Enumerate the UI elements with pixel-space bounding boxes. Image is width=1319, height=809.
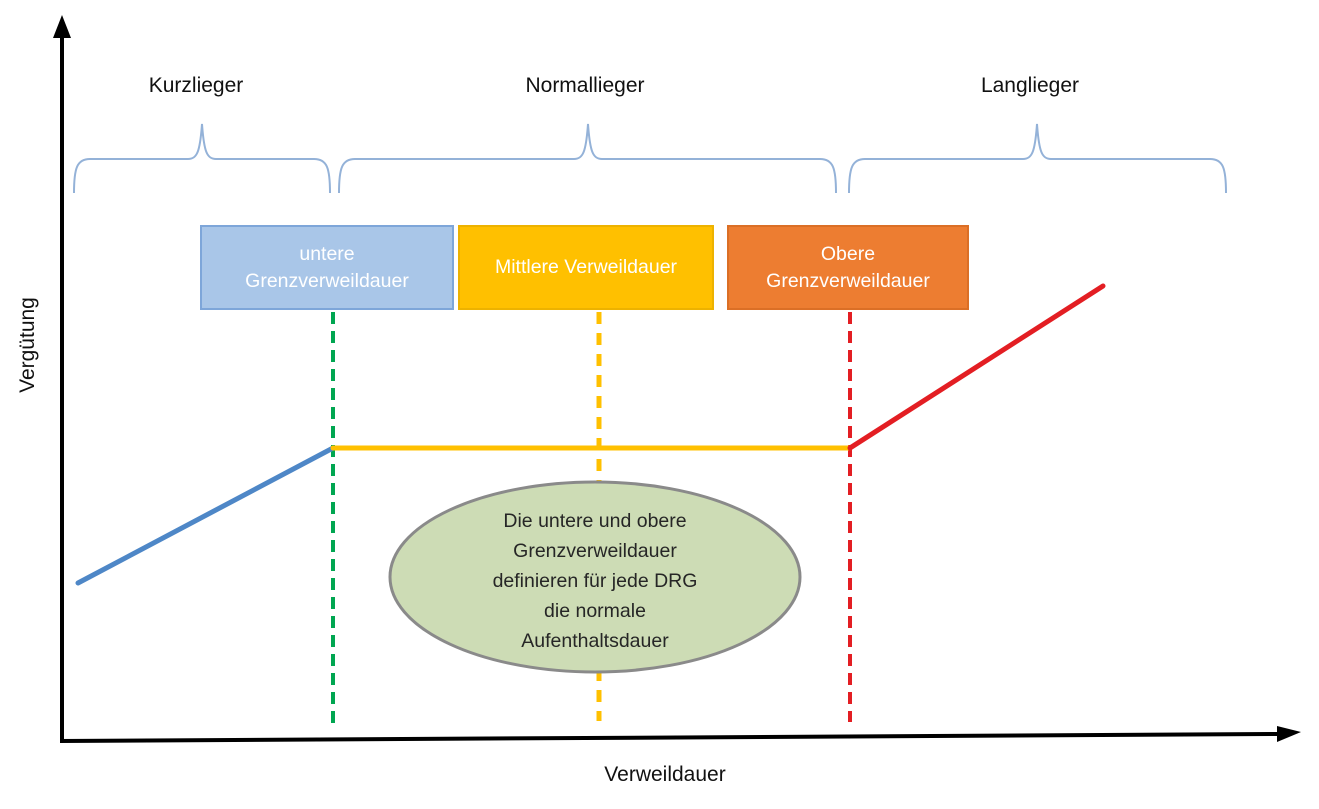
x-axis	[59, 732, 1281, 743]
mittlere-verweildauer-box: Mittlere Verweildauer	[458, 225, 714, 310]
y-axis-label: Vergütung	[16, 297, 39, 393]
y-axis-arrow-icon	[53, 15, 71, 38]
untere-grenzverweildauer-box: untere Grenzverweildauer	[200, 225, 454, 310]
obere-grenzverweildauer-box: Obere Grenzverweildauer	[727, 225, 969, 310]
normallieger-brace	[338, 123, 837, 194]
x-axis-arrow-icon	[1277, 726, 1301, 742]
x-axis-label: Verweildauer	[604, 763, 726, 786]
long-stay-payment-line	[847, 283, 1106, 451]
short-stay-payment-line	[75, 445, 336, 586]
langlieger-brace	[848, 123, 1227, 194]
callout-ellipse	[388, 480, 802, 674]
phase-label-langlieger: Langlieger	[980, 74, 1080, 97]
callout-text: Die untere und obere Grenzverweildauer d…	[492, 510, 698, 652]
phase-label-normallieger: Normallieger	[525, 74, 645, 97]
kurzlieger-brace	[73, 123, 331, 194]
phase-label-kurzlieger: Kurzlieger	[148, 74, 244, 97]
